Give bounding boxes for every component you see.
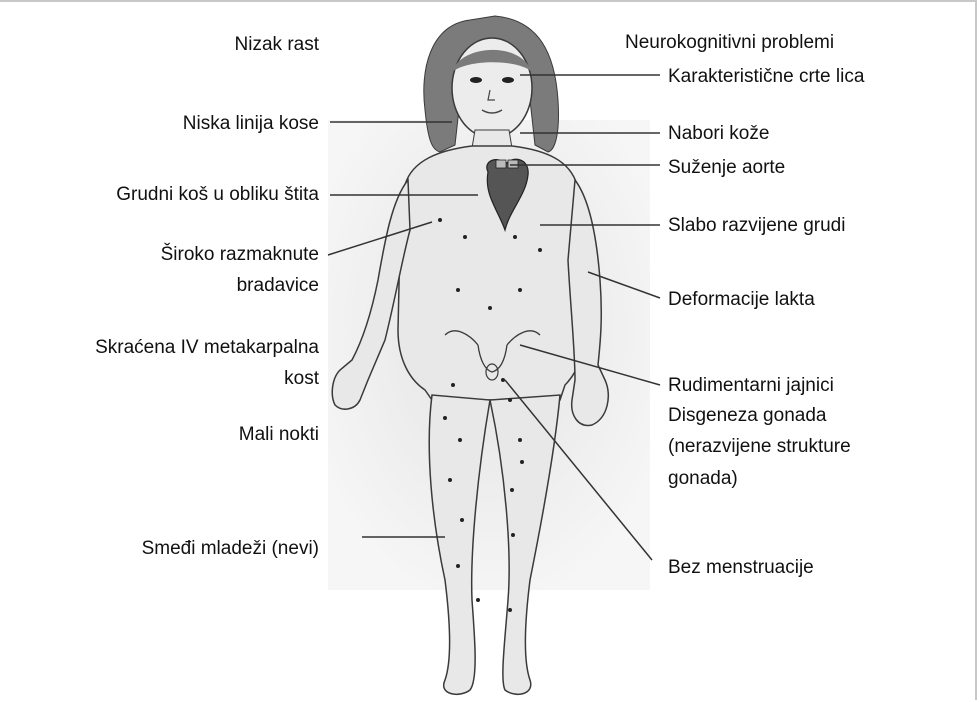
label-no-menstruation: Bez menstruacije bbox=[668, 555, 814, 581]
label-short-metacarpal-line2: kost bbox=[284, 366, 319, 392]
label-gonadal-dysgenesis-line1: Disgeneza gonada bbox=[668, 403, 826, 429]
label-elbow-deformity: Deformacije lakta bbox=[668, 287, 815, 313]
label-gonadal-dysgenesis-line2: (nerazvijene strukture bbox=[668, 434, 851, 460]
label-wide-nipples-line2: bradavice bbox=[237, 273, 319, 299]
label-small-nails: Mali nokti bbox=[239, 422, 319, 448]
eye-left bbox=[470, 77, 482, 83]
label-shield-chest: Grudni koš u obliku štita bbox=[116, 182, 319, 208]
label-brown-nevi: Smeđi mladeži (nevi) bbox=[142, 536, 319, 562]
label-aortic-narrowing: Suženje aorte bbox=[668, 155, 785, 181]
label-skin-folds: Nabori kože bbox=[668, 121, 769, 147]
label-neurocognitive: Neurokognitivni problemi bbox=[625, 30, 834, 56]
label-short-stature: Nizak rast bbox=[235, 32, 319, 58]
label-facial-features: Karakteristične crte lica bbox=[668, 64, 864, 90]
label-low-hairline: Niska linija kose bbox=[183, 111, 319, 137]
label-gonadal-dysgenesis-line3: gonada) bbox=[668, 466, 738, 492]
label-underdeveloped-breasts: Slabo razvijene grudi bbox=[668, 213, 845, 239]
label-rudimentary-ovaries: Rudimentarni jajnici bbox=[668, 373, 834, 399]
eye-right bbox=[502, 77, 514, 83]
label-wide-nipples-line1: Široko razmaknute bbox=[161, 242, 319, 268]
label-short-metacarpal-line1: Skraćena IV metakarpalna bbox=[95, 335, 319, 361]
